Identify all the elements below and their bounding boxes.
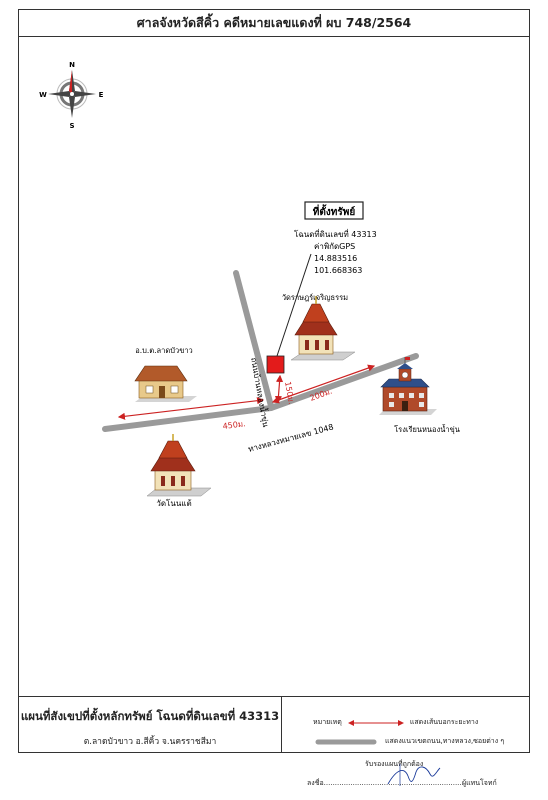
tambon-office-label: อ.บ.ต.ลาดบัวขาว xyxy=(135,346,193,355)
distance-arrow-450 xyxy=(117,397,265,420)
distance-arrow-150 xyxy=(274,374,284,404)
map-frame: ศาลจังหวัดสีคิ้ว คดีหมายเลขแดงที่ ผบ 748… xyxy=(18,9,530,753)
footer-title: แผนที่สังเขปที่ตั้งหลักทรัพย์ โฉนดที่ดิน… xyxy=(20,709,280,723)
compass-west: W xyxy=(39,91,47,99)
legend-arrow-label: แสดงเส้นบอกระยะทาง xyxy=(409,718,479,726)
location-deed: โฉนดที่ดินเลขที่ 43313 xyxy=(294,228,377,239)
footer-title-block: แผนที่สังเขปที่ตั้งหลักทรัพย์ โฉนดที่ดิน… xyxy=(19,697,282,753)
legend-note-label: หมายเหตุ xyxy=(313,718,342,726)
temple-icon xyxy=(290,296,356,361)
certify-text: รับรองแผนที่ถูกต้อง xyxy=(365,760,424,768)
compass-rose-icon: N S E W xyxy=(39,61,103,130)
highway-west xyxy=(102,405,274,432)
legend-distance-row: หมายเหตุ แสดงเส้นบอกระยะทาง xyxy=(313,717,478,728)
location-title: ที่ตั้งทรัพย์ xyxy=(313,204,356,218)
location-title-box xyxy=(304,201,364,220)
highway-label: ทางหลวงหมายเลข 1048 xyxy=(247,422,334,453)
legend-road-icon xyxy=(315,739,377,744)
side-road xyxy=(233,270,274,409)
representative-label: ผู้แทนโจทก์ xyxy=(462,779,497,787)
legend-arrow-icon xyxy=(347,719,404,726)
document-footer: แผนที่สังเขปที่ตั้งหลักทรัพย์ โฉนดที่ดิน… xyxy=(19,696,529,753)
school-building-icon xyxy=(379,357,437,415)
header-title: ศาลจังหวัดสีคิ้ว คดีหมายเลขแดงที่ ผบ 748… xyxy=(136,15,412,30)
temple-south-icon xyxy=(146,434,212,497)
distance-arrow-200 xyxy=(271,364,376,404)
signature-scribble xyxy=(387,764,441,786)
compass-east: E xyxy=(99,91,104,99)
distance-label-150: 150ม. xyxy=(283,381,296,405)
school-label: โรงเรียนหนองน้ำขุ่น xyxy=(394,424,460,434)
location-lat: 14.883516 xyxy=(314,254,357,263)
map-svg: N S E W 450ม. 200ม. 150ม. ถนนบ้านหลองน้ำ… xyxy=(39,61,460,508)
location-gps-label: ค่าพิกัดGPS xyxy=(314,242,355,251)
office-building-icon xyxy=(134,365,197,402)
distance-label-450: 450ม. xyxy=(222,419,246,431)
signature-line: ลงชื่อ..................................… xyxy=(307,779,464,787)
location-lng: 101.668363 xyxy=(314,266,362,275)
legend-road-row: แสดงแนวเขตถนน,ทางหลวง,ซอยต่าง ๆ xyxy=(315,736,504,747)
compass-north: N xyxy=(69,61,75,69)
temple-south-label: วัดโนนแต้ xyxy=(156,498,191,508)
temple-north-label: วัดราษฎร์เจริญธรรม xyxy=(282,293,348,302)
compass-south: S xyxy=(69,122,74,130)
document-header: ศาลจังหวัดสีคิ้ว คดีหมายเลขแดงที่ ผบ 748… xyxy=(19,10,529,37)
pointer-line xyxy=(276,253,312,357)
legend-road-label: แสดงแนวเขตถนน,ทางหลวง,ซอยต่าง ๆ xyxy=(385,737,505,745)
property-marker xyxy=(266,355,285,374)
distance-label-200: 200ม. xyxy=(309,387,334,403)
footer-subtitle: ต.ลาดบัวขาว อ.สีคิ้ว จ.นครราชสีมา xyxy=(83,737,217,747)
map-area: N S E W 450ม. 200ม. 150ม. ถนนบ้านหลองน้ำ… xyxy=(19,36,529,696)
